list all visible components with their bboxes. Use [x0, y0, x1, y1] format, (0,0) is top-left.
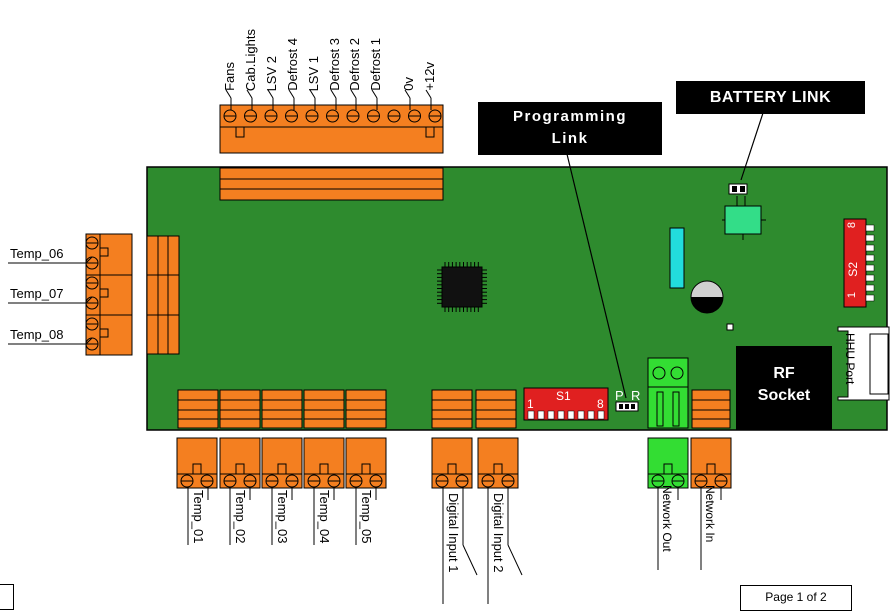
bottom-terminal-plug [219, 437, 261, 489]
bottom-header [261, 389, 303, 429]
top-connector-label: 0v [401, 77, 416, 91]
bottom-connector-label: Temp_02 [233, 490, 248, 544]
top-connector-label: +12v [422, 62, 437, 91]
rf-socket-line2: Socket [757, 387, 811, 404]
hhu-port [837, 326, 890, 401]
network-out-label: Network Out [660, 485, 674, 552]
programming-link-callout: Programming Link [478, 102, 662, 155]
bottom-connector-label: Temp_05 [359, 490, 374, 544]
s2-left-number: 1 [846, 292, 858, 299]
left-connector-label: Temp_08 [10, 327, 64, 342]
p-label: P [615, 388, 624, 403]
top-terminal-block [219, 104, 444, 154]
bottom-connector-label: Temp_01 [191, 490, 206, 544]
s1-name: S1 [556, 389, 571, 403]
s1-right-number: 8 [597, 397, 604, 411]
top-header [219, 167, 444, 201]
programming-link-line1: Programming [512, 108, 627, 125]
left-terminal-block [85, 233, 133, 356]
rf-socket-callout: RF Socket [736, 346, 832, 430]
bottom-header [475, 389, 517, 429]
top-connector-label: Cab.Lights [243, 28, 258, 91]
rf-socket-line1: RF [773, 365, 795, 382]
bottom-terminal-plug [303, 437, 345, 489]
s2-dip-switch [843, 218, 875, 308]
r-label: R [631, 388, 641, 403]
corner-box [0, 584, 14, 610]
top-connector-label: Fans [222, 62, 237, 91]
s1-dip-switch [523, 387, 609, 421]
top-connector-label: Defrost 4 [285, 38, 300, 91]
bottom-header [345, 389, 387, 429]
top-connector-label: Defrost 2 [347, 38, 362, 91]
bottom-terminal-plug [477, 437, 519, 489]
top-connector-label: LSV 1 [306, 55, 321, 91]
top-connector-label: LSV 2 [264, 55, 279, 91]
network-in-plug [690, 437, 732, 489]
bottom-terminal-plug [261, 437, 303, 489]
programming-link-line2: Link [551, 130, 589, 147]
s2-right-number: 8 [846, 222, 858, 229]
programming-link-jumper [615, 401, 639, 412]
network-in-label: Network In [703, 485, 717, 543]
cyan-component [669, 227, 685, 289]
digital-input-label: Digital Input 2 [491, 493, 506, 573]
bottom-header [219, 389, 261, 429]
top-connector-label: Defrost 1 [368, 38, 383, 91]
bottom-header [431, 389, 473, 429]
programming-link-pointer [565, 149, 627, 399]
microcontroller-chip [437, 262, 487, 312]
bottom-terminal-plug [431, 437, 473, 489]
hhu-port-label: HHU Port [843, 333, 857, 385]
left-header [146, 235, 180, 355]
battery-link-pointer [740, 112, 764, 181]
left-connector-label: Temp_06 [10, 246, 64, 261]
battery-link-callout: BATTERY LINK [676, 81, 865, 114]
bottom-header [177, 389, 219, 429]
bottom-connector-label: Temp_04 [317, 490, 332, 544]
battery-link-jumper [722, 183, 766, 240]
top-connector-label: Defrost 3 [327, 38, 342, 91]
page-indicator: Page 1 of 2 [740, 585, 852, 611]
small-component [726, 323, 734, 331]
network-out-header [647, 357, 689, 429]
bottom-connector-label: Temp_03 [275, 490, 290, 544]
network-out-plug [647, 437, 689, 489]
s1-left-number: 1 [527, 397, 534, 411]
s2-name: S2 [846, 262, 860, 277]
bottom-terminal-plug [345, 437, 387, 489]
left-connector-label: Temp_07 [10, 286, 64, 301]
digital-input-label: Digital Input 1 [446, 493, 461, 573]
capacitor [690, 280, 724, 314]
bottom-header [303, 389, 345, 429]
bottom-terminal-plug [176, 437, 218, 489]
network-in-header [691, 389, 731, 429]
